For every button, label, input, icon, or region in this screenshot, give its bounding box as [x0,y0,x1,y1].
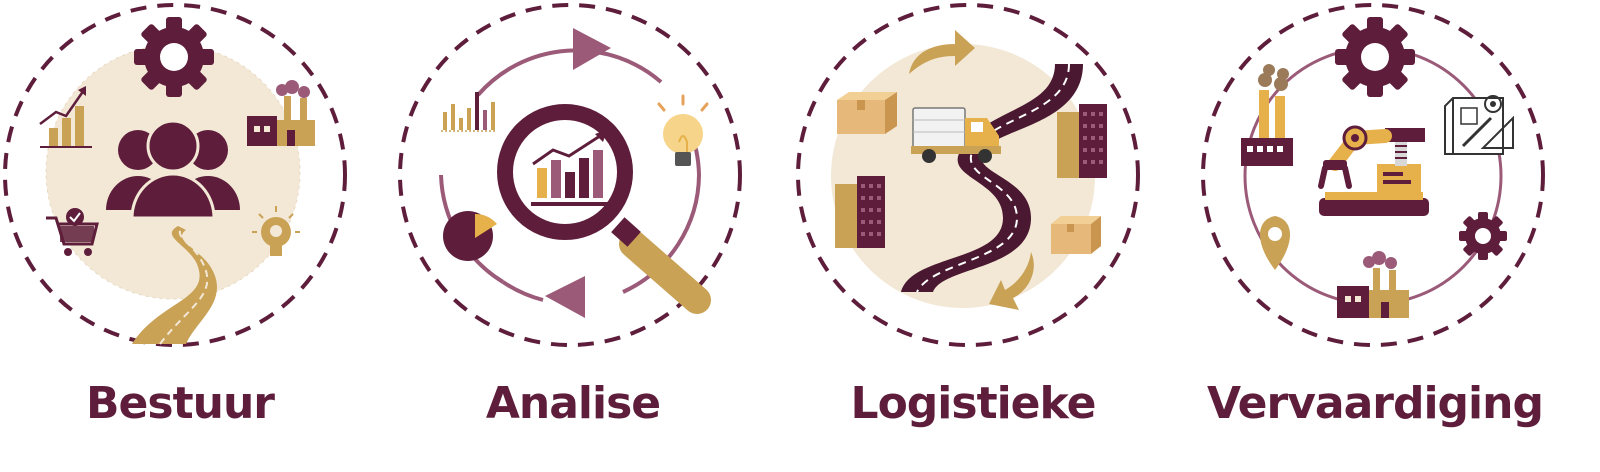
panel-analise: Analise [393,0,753,472]
truck-icon [911,107,1001,163]
vervaardiging-illustration [1201,3,1545,347]
logistieke-illustration [796,3,1140,347]
lightbulb-icon [252,206,300,256]
panel-logistieke: Logistieke [793,0,1153,472]
pie-chart-icon [443,211,497,261]
factory-icon [247,80,315,146]
bar-chart-icon [39,86,92,148]
panel-label: Bestuur [86,378,275,429]
panel-label: Vervaardiging [1207,378,1544,429]
lightbulb-icon [657,94,709,166]
road-icon [901,63,1083,293]
panel-label: Logistieke [850,378,1097,429]
gear-icon [134,17,214,97]
bar-chart-icon [531,130,609,206]
gear-icon [1335,17,1415,97]
gear-icon [1459,212,1507,260]
bestuur-illustration [3,3,347,347]
factory-icon [1337,251,1409,318]
robot-arm-icon [1318,125,1429,216]
building-icon [1057,104,1107,178]
arrow-icon [909,30,1034,310]
road-icon [132,226,217,345]
people-icon [106,119,240,220]
panel-label: Analise [485,378,661,429]
blueprint-icon [1444,95,1514,155]
factory-icon [1241,64,1293,166]
location-pin-icon [1260,216,1290,270]
panel-bestuur: Bestuur [0,0,360,472]
bar-chart-icon [441,92,497,132]
box-icon [1051,216,1101,254]
analise-illustration [398,3,742,347]
box-icon [837,92,897,134]
building-icon [835,176,885,248]
panel-vervaardiging: Vervaardiging [1195,0,1555,472]
shopping-cart-icon [46,208,99,256]
